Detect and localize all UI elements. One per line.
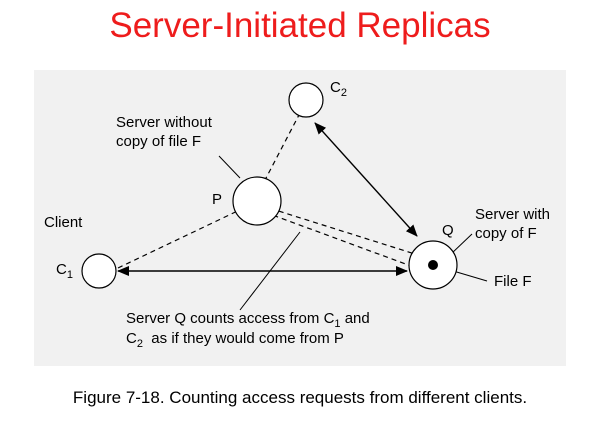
label-client: Client [44,214,83,231]
label-file-f: File F [494,273,532,290]
label-server-without-2: copy of file F [116,133,201,150]
label-c2: C2 [330,79,347,99]
pointer-server-without [218,155,241,179]
label-p: P [212,191,222,208]
figure-caption: Figure 7-18. Counting access requests fr… [72,388,528,407]
slide-title: Server-Initiated Replicas [109,6,491,45]
label-c1: C1 [56,261,73,281]
file-f-dot [428,260,438,270]
node-c1 [81,253,117,289]
pointer-server-with [450,233,473,255]
label-q: Q [442,222,454,239]
label-server-with-2: copy of F [475,225,537,242]
note-line-1: Server Q counts access from C1 and [126,310,370,330]
node-p [232,176,282,226]
label-server-with-1: Server with [475,206,550,223]
pointer-note [239,231,301,311]
note-line-2: C2 as if they would come from P [126,330,344,350]
label-server-without-1: Server without [116,114,213,131]
node-c2 [288,82,324,118]
arrow-c2-q [314,122,418,237]
dashed-path-c1-to-p [117,205,249,269]
